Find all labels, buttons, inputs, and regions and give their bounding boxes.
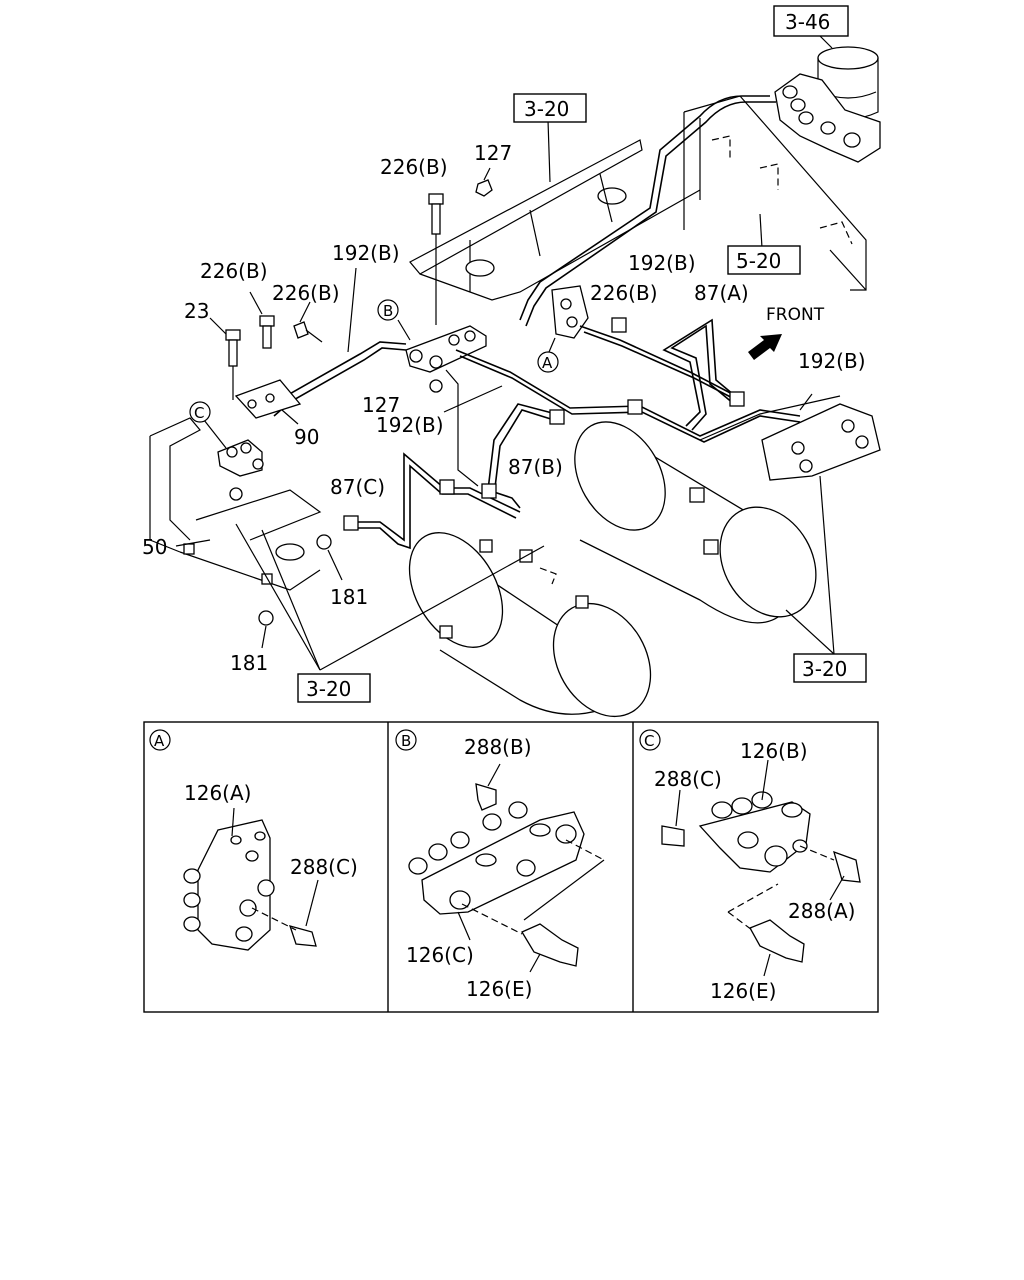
callout-a: A (542, 354, 553, 372)
nut-181-left (258, 610, 274, 626)
label-87a: 87(A) (694, 281, 749, 305)
left-frame-rail (149, 417, 322, 591)
ref-3-20-bottom-left: 3-20 (306, 677, 351, 701)
label-226b-top: 226(B) (380, 155, 448, 179)
air-dryer (774, 33, 881, 163)
callout-b: B (383, 302, 393, 320)
upper-frame-rail (409, 119, 701, 301)
plug-288b (475, 783, 497, 811)
detail-c-126b: 126(B) (740, 739, 808, 763)
pipe-87c (350, 452, 521, 542)
detail-c-288a: 288(A) (788, 899, 855, 923)
plug-288a (833, 850, 861, 883)
detail-b: B 288(B) 126(C) 126(E) (395, 729, 605, 1001)
nipple-126e-b (521, 923, 579, 967)
relay-valve-a (548, 285, 589, 353)
label-192b-center: 192(B) (628, 251, 696, 275)
label-192b-lower: 192(B) (376, 413, 444, 437)
detail-c-288c: 288(C) (654, 767, 722, 791)
detail-a: A 126(A) 288(C) (149, 729, 358, 951)
cross-member-bracket (683, 95, 867, 291)
label-226b-right: 226(B) (590, 281, 658, 305)
label-front: FRONT (766, 305, 825, 325)
nipple-126e-c (749, 919, 805, 963)
ref-5-20: 5-20 (736, 249, 781, 273)
detail-a-marker: A (154, 732, 165, 750)
pipe-87a (662, 318, 741, 427)
label-23: 23 (184, 299, 209, 323)
ref-3-46: 3-46 (785, 10, 830, 34)
detail-a-288c: 288(C) (290, 855, 358, 879)
label-90: 90 (294, 425, 319, 449)
callout-c: C (194, 404, 204, 422)
relay-valve-126a (183, 819, 275, 951)
pipe-192b-center (455, 349, 801, 437)
detail-a-126a: 126(A) (184, 781, 251, 805)
label-87c: 87(C) (330, 475, 385, 499)
plug-288c-c (661, 825, 685, 847)
plug-288c-a (288, 925, 317, 947)
label-226b-mid-left: 226(B) (200, 259, 268, 283)
detail-b-288b: 288(B) (464, 735, 532, 759)
valve-c (203, 419, 264, 477)
bolt-23 (209, 317, 241, 400)
valve-126b (698, 791, 811, 873)
right-valve-block (699, 393, 881, 481)
detail-b-marker: B (401, 732, 411, 750)
detail-b-126e: 126(E) (466, 977, 532, 1001)
manifold-b (397, 319, 487, 373)
label-127-top: 127 (474, 141, 512, 165)
air-tank-left (408, 532, 652, 718)
label-192b-right: 192(B) (798, 349, 866, 373)
bolt-226b-top (428, 193, 444, 325)
bolt-226b-mid-left (249, 291, 275, 349)
label-226b-mid: 226(B) (272, 281, 340, 305)
main-labels: 3-46 3-20 5-20 3-20 3-20 127 226(B) 192(… (142, 10, 866, 701)
reference-boxes (297, 5, 867, 703)
front-arrow (748, 334, 782, 360)
nut-181-right (316, 534, 332, 550)
label-87b: 87(B) (508, 455, 563, 479)
manifold-126c (408, 801, 585, 915)
detail-c: C 126(B) 288(C) 288(A) 126(E) (639, 729, 861, 1003)
detail-b-126c: 126(C) (406, 943, 474, 967)
label-50: 50 (142, 535, 167, 559)
label-127-mid: 127 (362, 393, 400, 417)
main-callouts: A B C (189, 299, 559, 423)
label-181-left: 181 (230, 651, 268, 675)
label-181-right: 181 (330, 585, 368, 609)
ref-3-20-bottom-right: 3-20 (802, 657, 847, 681)
detail-c-126e: 126(E) (710, 979, 776, 1003)
nut-127-top (475, 179, 493, 197)
bolt-226b-mid (293, 301, 323, 343)
ref-3-20-top: 3-20 (524, 97, 569, 121)
air-tank-right (574, 421, 817, 624)
detail-panels (143, 721, 879, 1013)
label-192b-left: 192(B) (332, 241, 400, 265)
detail-c-marker: C (644, 732, 654, 750)
pipe-192b-upper (519, 95, 770, 321)
main-illustration (149, 33, 881, 718)
